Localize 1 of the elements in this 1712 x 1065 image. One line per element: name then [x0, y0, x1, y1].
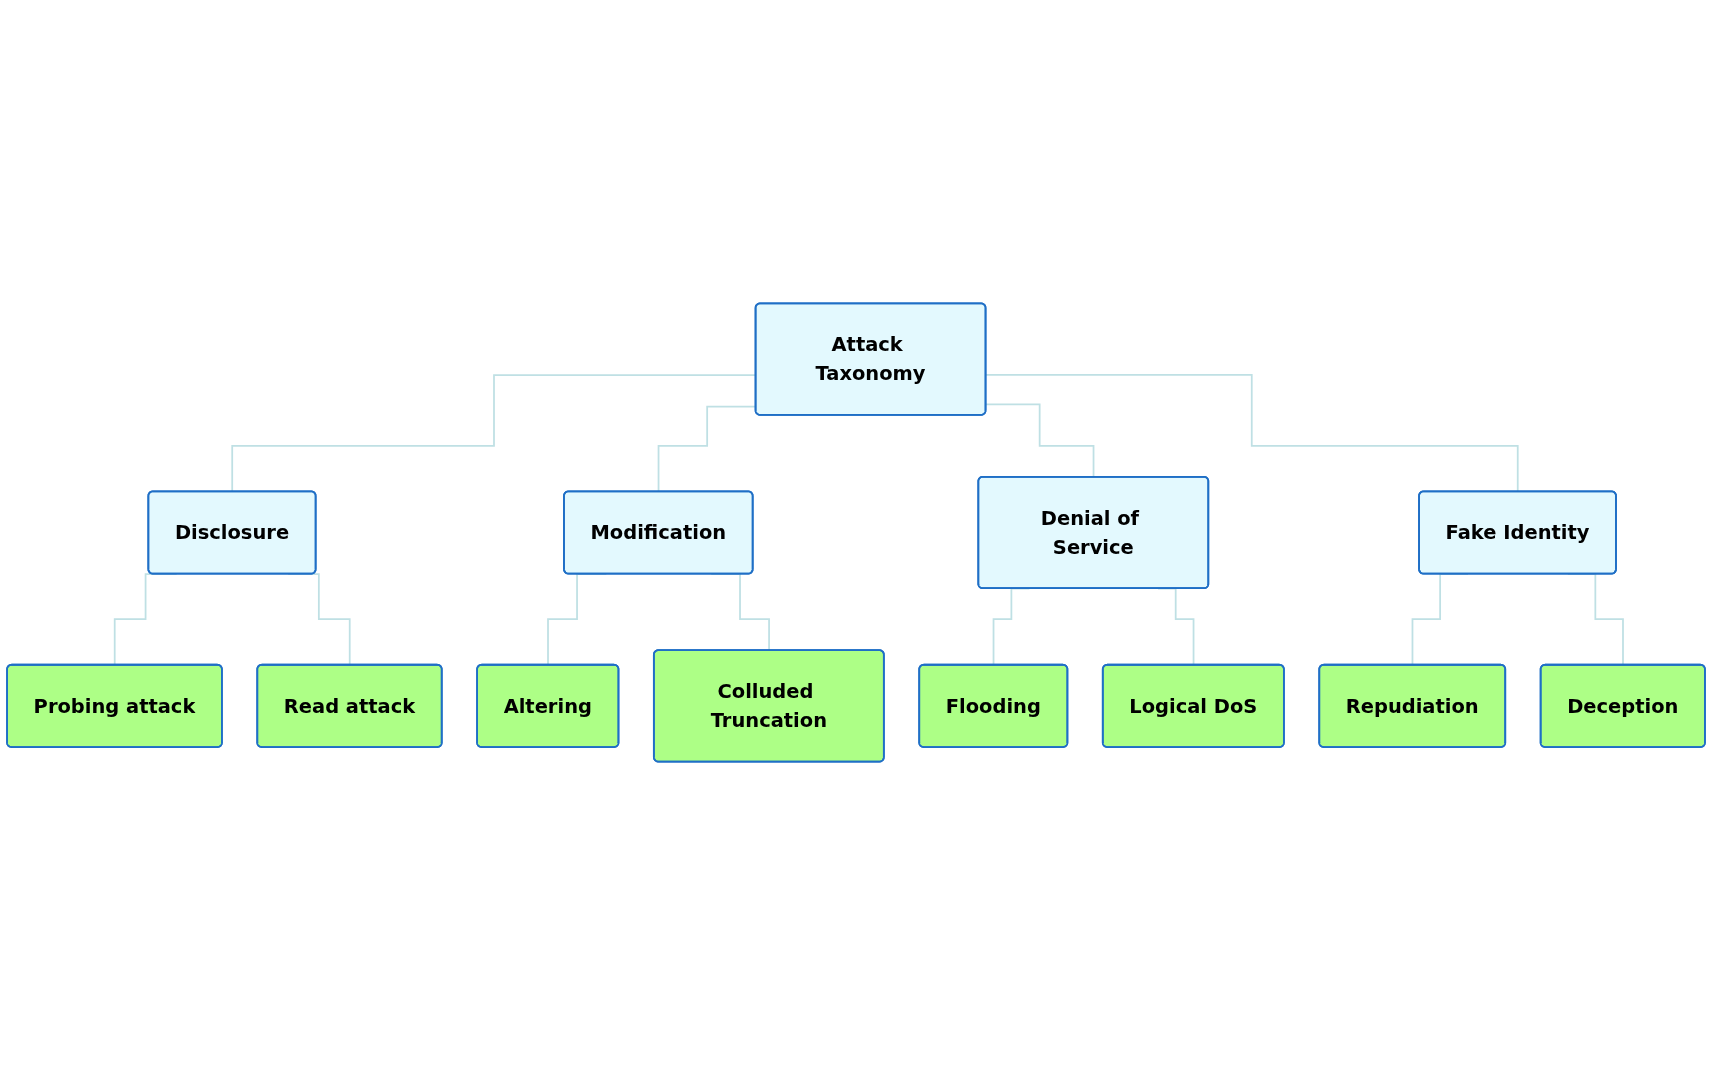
connector: [985, 374, 1519, 493]
